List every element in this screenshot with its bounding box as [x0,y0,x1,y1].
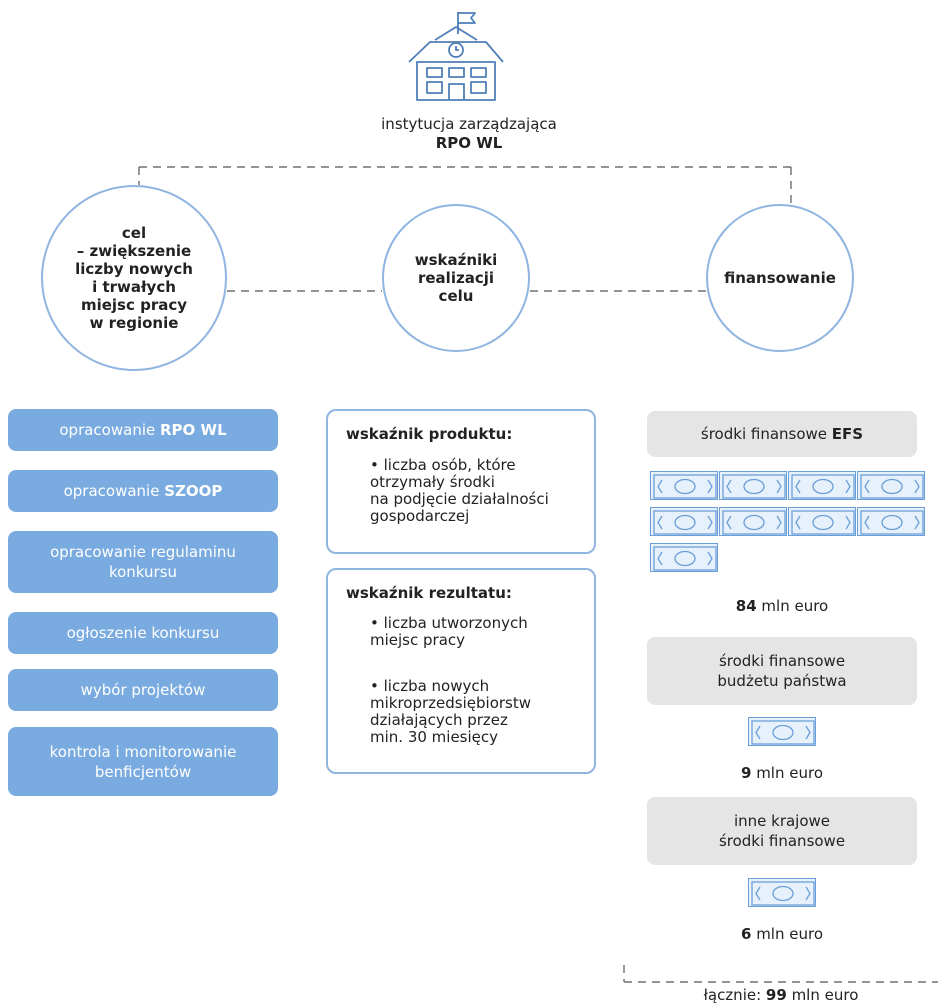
total-amount: łącznie: 99 mln euro [624,986,938,1004]
efs-amount-value: 84 [735,597,757,615]
step-1-bold: RPO WL [160,421,227,439]
banknote-icon [650,471,718,500]
banknote-icon [857,471,925,500]
budget-amount: 9 mln euro [647,764,917,782]
total-label: łącznie: [703,986,766,1004]
step-selection: wybór projektów [8,669,278,711]
institution-name: RPO WL [435,134,503,152]
financing-circle: finansowanie [706,204,854,352]
state-budget-label: środki finansowe budżetu państwa [717,652,847,690]
step-rpo: opracowanie RPO WL [8,409,278,451]
other-funds-box: inne krajowe środki finansowe [647,797,917,865]
step-4-label: ogłoszenie konkursu [66,624,220,642]
total-unit: mln euro [786,986,859,1004]
efs-label-bold: EFS [831,425,864,443]
result-indicator-title: wskaźnik rezultatu: [346,584,512,602]
banknote-icon [748,717,816,746]
product-indicator-title: wskaźnik produktu: [346,425,513,443]
other-amount: 6 mln euro [647,925,917,943]
banknote-icon [857,507,925,536]
efs-label: środki finansowe [700,425,832,443]
banknote-icon [650,507,718,536]
step-2-bold: SZOOP [164,482,223,500]
step-announcement: ogłoszenie konkursu [8,612,278,654]
step-2-prefix: opracowanie [63,482,165,500]
goal-text: cel – zwiększenie liczby nowych i trwały… [75,224,193,332]
result-indicator-item-2: • liczba nowych mikroprzedsiębiorstw dzi… [370,677,532,746]
step-monitoring: kontrola i monitorowanie benficjentów [8,727,278,796]
step-6-label: kontrola i monitorowanie benficjentów [49,742,237,781]
product-indicator-box: wskaźnik produktu: • liczba osób, które … [326,409,596,554]
efs-amount: 84 mln euro [647,597,917,615]
efs-funds-box: środki finansowe EFS [647,411,917,457]
total-value: 99 [765,986,787,1004]
banknote-icon [719,507,787,536]
banknote-icon [650,543,718,572]
product-indicator-item: • liczba osób, które otrzymały środki na… [370,456,549,525]
step-5-label: wybór projektów [80,681,206,699]
budget-amount-unit: mln euro [751,764,823,782]
budget-amount-value: 9 [740,764,752,782]
other-funds-label: inne krajowe środki finansowe [718,812,846,850]
result-indicator-box: wskaźnik rezultatu: • liczba utworzonych… [326,568,596,774]
banknote-icon [788,471,856,500]
goal-circle: cel – zwiększenie liczby nowych i trwały… [41,185,227,371]
result-indicator-item-1: • liczba utworzonych miejsc pracy [370,614,528,649]
banknote-icon [748,878,816,907]
other-amount-value: 6 [740,925,752,943]
efs-amount-unit: mln euro [756,597,829,615]
step-szoop: opracowanie SZOOP [8,470,278,512]
state-budget-box: środki finansowe budżetu państwa [647,637,917,705]
institution-label: instytucja zarządzająca [381,115,557,133]
school-building-icon [408,12,504,101]
other-amount-unit: mln euro [751,925,823,943]
financing-text: finansowanie [724,269,836,287]
indicators-circle: wskaźniki realizacji celu [382,204,530,352]
step-regulations: opracowanie regulaminu konkursu [8,531,278,593]
step-3-label: opracowanie regulaminu konkursu [50,543,236,581]
step-1-prefix: opracowanie [59,421,160,439]
banknote-icon [788,507,856,536]
indicators-text: wskaźniki realizacji celu [414,251,498,305]
banknote-icon [719,471,787,500]
